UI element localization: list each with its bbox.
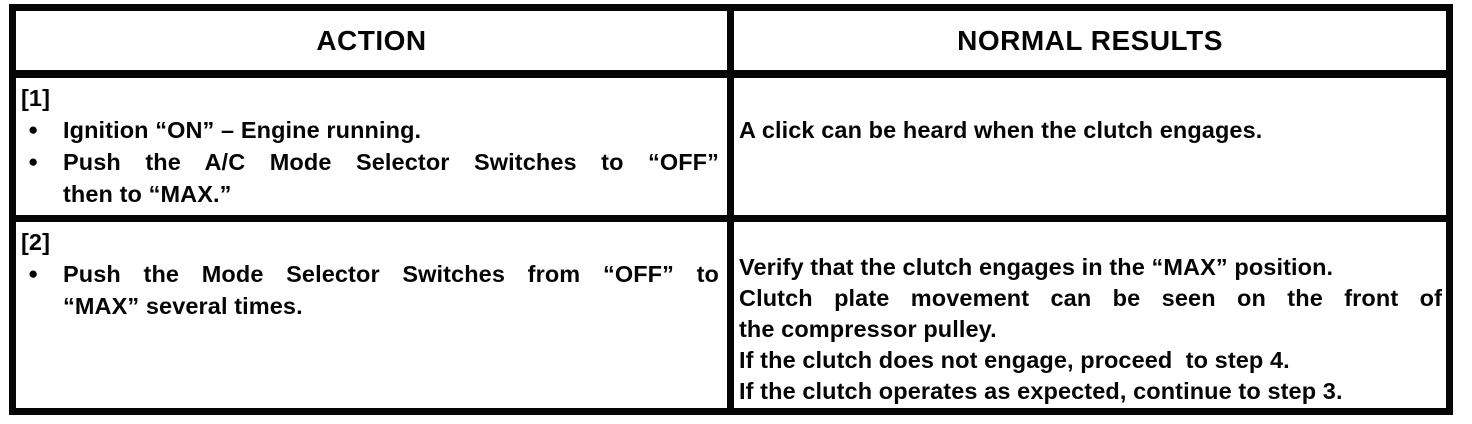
step2-number: [2] bbox=[21, 229, 51, 255]
bullet-icon: ● bbox=[28, 152, 39, 171]
step1-bullet1-text: Ignition “ON” – Engine running. bbox=[63, 117, 422, 143]
action-header-label: ACTION bbox=[316, 24, 427, 56]
step2-bullet1-text-line1: Push the Mode Selector Switches from “OF… bbox=[63, 261, 719, 287]
step2-results-cell: Verify that the clutch engages in the “M… bbox=[734, 222, 1446, 408]
step1-bullet2-text-line1: Push the A/C Mode Selector Switches to “… bbox=[63, 149, 719, 175]
step1-results-cell: A click can be heard when the clutch eng… bbox=[734, 78, 1446, 222]
step2-bullet-item-1: ● Push the Mode Selector Switches from “… bbox=[19, 258, 719, 290]
bullet-icon: ● bbox=[28, 264, 39, 283]
step1-number: [1] bbox=[21, 85, 51, 111]
step1-action-cell: [1] ● Ignition “ON” – Engine running. ● … bbox=[16, 78, 734, 222]
action-header-cell: ACTION bbox=[16, 11, 734, 78]
step2-result-line5: If the clutch operates as expected, cont… bbox=[739, 378, 1343, 404]
step1-result-text: A click can be heard when the clutch eng… bbox=[739, 117, 1263, 143]
step2-bullet1-text-line2: “MAX” several times. bbox=[63, 293, 303, 319]
step2-result-line3: the compressor pulley. bbox=[739, 316, 997, 342]
step2-action-cell: [2] ● Push the Mode Selector Switches fr… bbox=[16, 222, 734, 408]
step1-bullet-item-2: ● Push the A/C Mode Selector Switches to… bbox=[19, 146, 719, 178]
results-header-cell: NORMAL RESULTS bbox=[734, 11, 1446, 78]
step1-bullet2-text-line2: then to “MAX.” bbox=[63, 181, 232, 207]
results-header-label: NORMAL RESULTS bbox=[957, 24, 1223, 56]
step2-result-line1: Verify that the clutch engages in the “M… bbox=[739, 254, 1334, 280]
procedure-table: ACTION NORMAL RESULTS [1] ● Ignition “ON… bbox=[9, 4, 1453, 415]
bullet-icon: ● bbox=[28, 120, 39, 139]
step2-result-line4: If the clutch does not engage, proceed t… bbox=[739, 347, 1290, 373]
step1-bullet-item-1: ● Ignition “ON” – Engine running. bbox=[19, 114, 719, 146]
step2-result-line2: Clutch plate movement can be seen on the… bbox=[739, 285, 1442, 311]
